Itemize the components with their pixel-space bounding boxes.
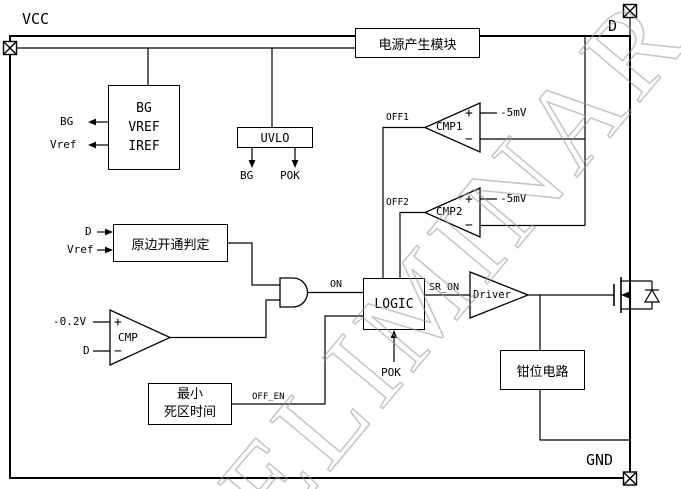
uvlo-block: UVLO: [237, 127, 313, 148]
uvlo-pok-label: POK: [280, 169, 300, 182]
cmp2-triangle: [423, 186, 481, 239]
min-dead-time-block: 最小 死区时间: [148, 383, 232, 425]
primary-on-detect-block: 原边开通判定: [113, 224, 228, 262]
d-input-label: D: [85, 225, 92, 238]
cmp1-triangle: [423, 101, 481, 154]
on-label: ON: [330, 279, 343, 290]
cmp1-plus-sign: +: [465, 106, 473, 121]
driver-label: Driver: [473, 289, 511, 301]
cmp-ref-label: -0.2V: [53, 315, 87, 328]
uvlo-label: UVLO: [260, 130, 290, 145]
min-dead-time-line1: 最小: [176, 387, 203, 402]
cmp1-name: CMP1: [436, 120, 463, 133]
clamp-circuit-label: 钳位电路: [516, 364, 569, 380]
power-module-block: 电源产生模块: [355, 28, 480, 58]
cmp2-minus-sign: −: [465, 218, 473, 233]
bandgap-line2: VREF: [128, 120, 160, 135]
driver-triangle: [469, 271, 530, 319]
d-pin-label: D: [608, 17, 618, 35]
off1-label: OFF1: [386, 112, 409, 123]
bandgap-block: BG VREF IREF: [108, 85, 180, 170]
cmp2-ref-label: -5mV: [500, 192, 527, 205]
uvlo-bg-label: BG: [240, 169, 254, 182]
gnd-pin-label: GND: [586, 451, 614, 469]
off2-label: OFF2: [386, 197, 409, 208]
cmp-plus-sign: +: [114, 315, 122, 330]
bandgap-line3: IREF: [128, 139, 160, 154]
off-en-label: OFF_EN: [252, 392, 285, 402]
cmp1-minus-sign: −: [465, 132, 473, 147]
vref-out-label: Vref: [50, 138, 77, 151]
ic-border: [9, 35, 631, 479]
bandgap-line1: BG: [136, 101, 152, 116]
cmp-minus-sign: −: [114, 344, 122, 359]
wires: [16, 17, 631, 441]
arrowheads: [88, 118, 398, 338]
clamp-circuit-block: 钳位电路: [500, 350, 585, 390]
cmp-d-input-label: D: [83, 344, 90, 357]
min-dead-time-line2: 死区时间: [163, 405, 216, 420]
vcc-pin-icon: [2, 40, 18, 56]
power-module-label: 电源产生模块: [378, 37, 457, 53]
logic-label: LOGIC: [374, 296, 414, 312]
vcc-pin-label: VCC: [22, 10, 50, 28]
vref-input-label: Vref: [67, 243, 94, 256]
body-diode-icon: [630, 280, 661, 310]
cmp2-plus-sign: +: [465, 192, 473, 207]
cmp1-ref-label: -5mV: [500, 106, 527, 119]
pok-label: POK: [381, 366, 401, 379]
d-pin-icon: [622, 3, 638, 19]
logic-block: LOGIC: [363, 278, 425, 330]
cmp2-name: CMP2: [436, 205, 463, 218]
sr-on-label: SR_ON: [429, 282, 460, 293]
and-gate: [279, 277, 309, 308]
primary-on-detect-label: 原边开通判定: [131, 237, 210, 253]
mosfet: [613, 277, 630, 313]
cmp-triangle: [109, 308, 172, 367]
bg-out-label: BG: [60, 115, 74, 128]
gnd-pin-icon: [622, 471, 638, 486]
cmp-name: CMP: [118, 331, 138, 344]
